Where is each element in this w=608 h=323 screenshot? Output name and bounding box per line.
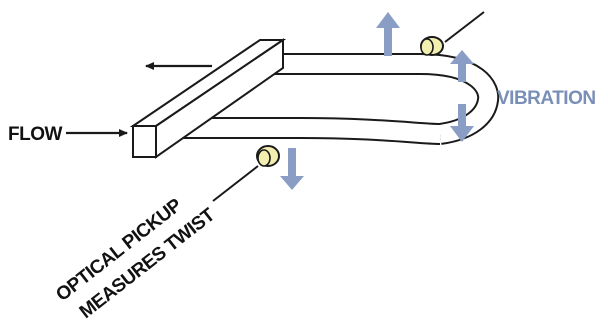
pickup-leader-line [212, 165, 259, 202]
manifold-block [129, 38, 287, 159]
vibration-arrows [280, 12, 474, 190]
vibration-arrow-down-right [450, 104, 474, 142]
flow-label: FLOW [8, 124, 62, 145]
optical-pickup-bottom [212, 145, 280, 202]
vibration-label: VIBRATION [497, 88, 596, 109]
vibration-arrow-down-bottom [280, 148, 304, 190]
vibration-arrow-up-right [450, 50, 474, 82]
vibration-arrow-up-left [376, 12, 400, 56]
pickup-label: OPTICAL PICKUP MEASURES TWIST [52, 195, 219, 323]
optical-pickup-top [420, 11, 485, 56]
